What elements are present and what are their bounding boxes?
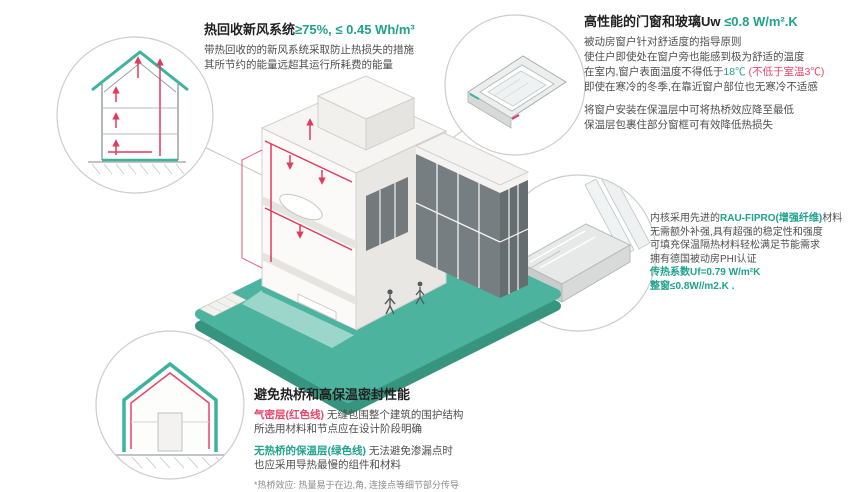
glazing-body-line: 将窗户安装在保温层中可将热桥效应降至最低 (584, 104, 794, 116)
glazing-line3-pre: 在室内,窗户表面温度不得低于 (584, 66, 724, 78)
thermal-body-line: 所选用材料和节点应在设计阶段明确 (254, 423, 422, 435)
hrv-title-text: 热回收新风系统 (204, 22, 296, 37)
cutaway-interior (262, 140, 356, 321)
insulation-layer-line (122, 361, 218, 452)
airtight-layer-text: 无缝包围整个建筑的围护结构 (324, 409, 464, 421)
glass-wing (414, 132, 530, 298)
profile-body-line: 无需额外补强,具有超强的稳定性和强度 (650, 226, 823, 238)
ventilation-detail-circle (56, 36, 214, 194)
thermal-body-line: 无热桥的保温层(绿色线) 无法避免渗漏点时 (254, 444, 554, 458)
profile-brand: RAU-FIPRO(增强纤维) (720, 213, 823, 224)
person-figure (415, 281, 425, 305)
slab-edge (262, 286, 356, 336)
thermal-title: 避免热桥和高保温密封性能 (254, 387, 411, 402)
annotation-profile: 内核采用先进的RAU-FIPRO(增强纤维)材料 无需额外补强,具有超强的稳定性… (650, 212, 864, 293)
circle-ring (56, 36, 214, 194)
insulation-detail-circle (95, 330, 245, 480)
ventilation-duct-lines (264, 140, 353, 262)
penthouse (316, 75, 416, 151)
ventilation-section-icon (88, 50, 189, 175)
hrv-title: 热回收新风系统≥75%, ≤ 0.45 Wh/m³ (204, 22, 464, 37)
glazing-body-line: 即使在寒冷的冬季,在靠近窗户部位也无寒冷不适感 (584, 81, 818, 93)
profile-line1-post: 材料 (822, 213, 843, 224)
glazing-line3-paren: (不低于室温3℃) (748, 66, 825, 78)
hrv-body-line: 带热回收的的新风系统采取防止热损失的措施 (204, 44, 414, 56)
profile-body-line: 可填充保温隔热材料轻松满足节能需求 (650, 240, 820, 251)
glazing-body-line: 使住户即使处在窗户旁也能感到极为舒适的温度 (584, 51, 805, 63)
annotation-glazing: 高性能的门窗和玻璃Uw ≤0.8 W/m².K 被动房窗户针对舒适度的指导原则 … (584, 14, 862, 133)
circle-ring (444, 14, 586, 156)
thermal-footnote: *热桥效应: 热量易于在边,角, 连接点等细节部分传导 (254, 480, 460, 490)
exterior-duct-line (241, 149, 263, 269)
insulation-layer-label: 无热桥的保温层(绿色线) (254, 445, 366, 457)
thermal-body-line: 也应采用导热最慢的组件和材料 (254, 459, 401, 471)
window-corner-icon (467, 55, 567, 129)
annotation-thermal: 避免热桥和高保温密封性能 气密层(红色线) 无缝包围整个建筑的围护结构 所选用材… (254, 388, 554, 491)
garden-stairs (199, 292, 247, 317)
hrv-body-line: 其所节约的能量远超其运行所耗费的能量 (204, 59, 393, 71)
glazing-line3-temp: 18℃ (723, 66, 749, 78)
kitchen-counter (297, 293, 337, 321)
insulation-layer-text: 无法避免渗漏点时 (366, 445, 453, 457)
profile-body-line: 拥有德国被动房PHI认证 (650, 253, 757, 265)
profile-line1-pre: 内核采用先进的 (650, 213, 720, 224)
airtight-layer-line (130, 372, 210, 449)
wing-roof (414, 132, 530, 186)
terrace-path (242, 290, 356, 348)
insulated-house-section-icon (100, 361, 240, 469)
profile-body-line: 内核采用先进的RAU-FIPRO(增强纤维)材料 (650, 212, 864, 226)
window-corner-detail-circle (444, 14, 586, 156)
airtight-layer-label: 气密层(红色线) (254, 409, 324, 421)
right-wall-window (366, 177, 408, 251)
glazing-title-text: 高性能的门窗和玻璃Uw (584, 14, 721, 29)
house-illustration (241, 75, 530, 336)
profile-uf-value: 传热系数Uf=0.79 W/m²K (650, 267, 761, 278)
glazing-body-line: 保温层包裹住部分窗框可有效降低热损失 (584, 119, 773, 131)
glazing-body-line: 在室内,窗户表面温度不得低于18℃ (不低于室温3℃) (584, 65, 862, 80)
glazing-body-line: 被动房窗户针对舒适度的指导原则 (584, 36, 742, 48)
bathtub (279, 193, 323, 221)
glazing-title-value: ≤0.8 W/m².K (720, 14, 798, 29)
thermal-body-line: 气密层(红色线) 无缝包围整个建筑的围护结构 (254, 408, 554, 422)
profile-uw-value: 整窗≤0.8W//m2.K . (650, 280, 735, 292)
hrv-title-value: ≥75%, ≤ 0.45 Wh/m³ (295, 22, 415, 37)
person-figure (384, 289, 396, 315)
annotation-hrv: 热回收新风系统≥75%, ≤ 0.45 Wh/m³ 带热回收的的新风系统采取防止… (204, 22, 464, 73)
circle-ring (95, 330, 245, 480)
glazing-title: 高性能的门窗和玻璃Uw ≤0.8 W/m².K (584, 14, 862, 29)
